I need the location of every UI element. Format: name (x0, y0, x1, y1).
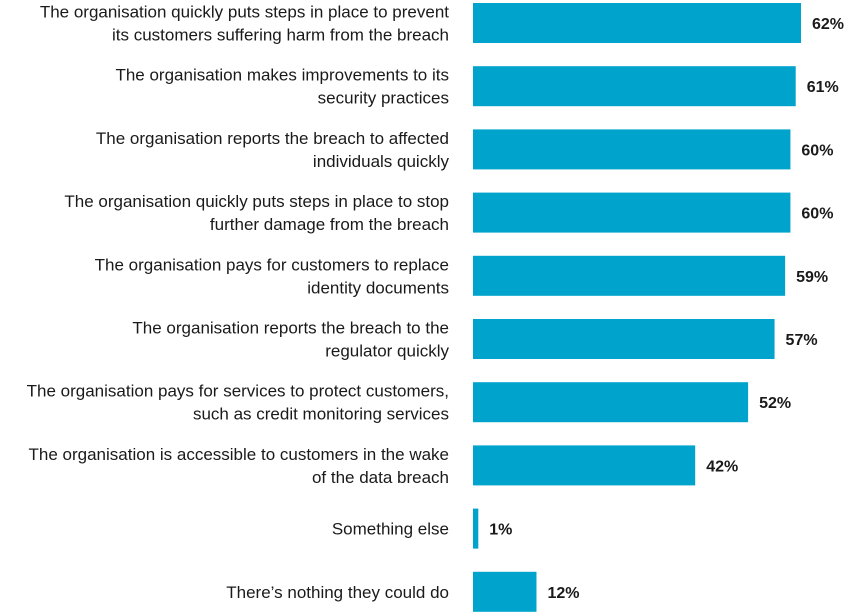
value-label-7: 42% (706, 458, 738, 475)
value-label-1: 61% (807, 79, 839, 96)
value-label-0: 62% (812, 16, 844, 33)
category-label-6-line-0: The organisation pays for services to pr… (27, 382, 449, 401)
value-label-2: 60% (801, 142, 833, 159)
bar-1 (473, 66, 796, 107)
category-label-2-line-0: The organisation reports the breach to a… (96, 129, 449, 148)
value-label-3: 60% (801, 206, 833, 223)
category-label-7-line-1: of the data breach (312, 468, 449, 487)
category-label-5-line-1: regulator quickly (325, 342, 449, 361)
bar-2 (473, 129, 791, 170)
category-label-9-line-0: There’s nothing they could do (226, 583, 449, 602)
bar-7 (473, 445, 696, 486)
bar-3 (473, 192, 791, 233)
category-label-3-line-0: The organisation quickly puts steps in p… (64, 192, 449, 211)
category-label-7-line-0: The organisation is accessible to custom… (29, 445, 449, 464)
category-label-3-line-1: further damage from the breach (210, 215, 449, 234)
category-label-6-line-1: such as credit monitoring services (193, 405, 449, 424)
bar-0 (473, 3, 801, 43)
value-label-6: 52% (759, 395, 791, 412)
bar-4 (473, 255, 786, 296)
category-label-0-line-1: its customers suffering harm from the br… (112, 26, 449, 45)
category-label-5-line-0: The organisation reports the breach to t… (132, 319, 449, 338)
value-label-5: 57% (786, 332, 818, 349)
category-label-8-line-0: Something else (332, 520, 449, 539)
category-label-1-line-1: security practices (318, 89, 449, 108)
category-label-4-line-0: The organisation pays for customers to r… (95, 255, 449, 274)
category-label-1-line-0: The organisation makes improvements to i… (115, 66, 449, 85)
category-label-2-line-1: individuals quickly (313, 152, 450, 171)
category-label-0-line-0: The organisation quickly puts steps in p… (40, 3, 449, 22)
bar-8 (473, 508, 479, 549)
category-label-4-line-1: identity documents (307, 278, 449, 297)
value-label-8: 1% (489, 522, 512, 539)
bar-5 (473, 319, 775, 359)
value-label-4: 59% (796, 269, 828, 286)
value-label-9: 12% (547, 585, 579, 602)
bar-6 (473, 382, 749, 423)
bar-9 (473, 571, 537, 612)
